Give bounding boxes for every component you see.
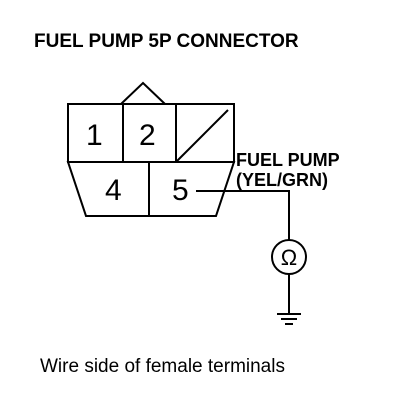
terminal-1-label: 1 xyxy=(86,119,103,152)
connector-lock-tab xyxy=(120,81,166,105)
diagram-caption: Wire side of female terminals xyxy=(40,356,285,377)
ground-icon xyxy=(277,313,301,325)
terminal-5-label: 5 xyxy=(172,174,189,207)
empty-cavity-slash xyxy=(175,109,229,163)
diagram-title: FUEL PUMP 5P CONNECTOR xyxy=(34,31,299,52)
connector-bottom-row xyxy=(66,161,236,217)
connector-5p xyxy=(66,81,236,217)
terminal-2-label: 2 xyxy=(139,119,156,152)
wire-yel-grn xyxy=(196,190,290,240)
terminal-4-label: 4 xyxy=(105,174,122,207)
wire-component-label: FUEL PUMP xyxy=(236,150,340,170)
wire-color-label: (YEL/GRN) xyxy=(236,170,328,190)
ohm-symbol: Ω xyxy=(281,245,297,270)
